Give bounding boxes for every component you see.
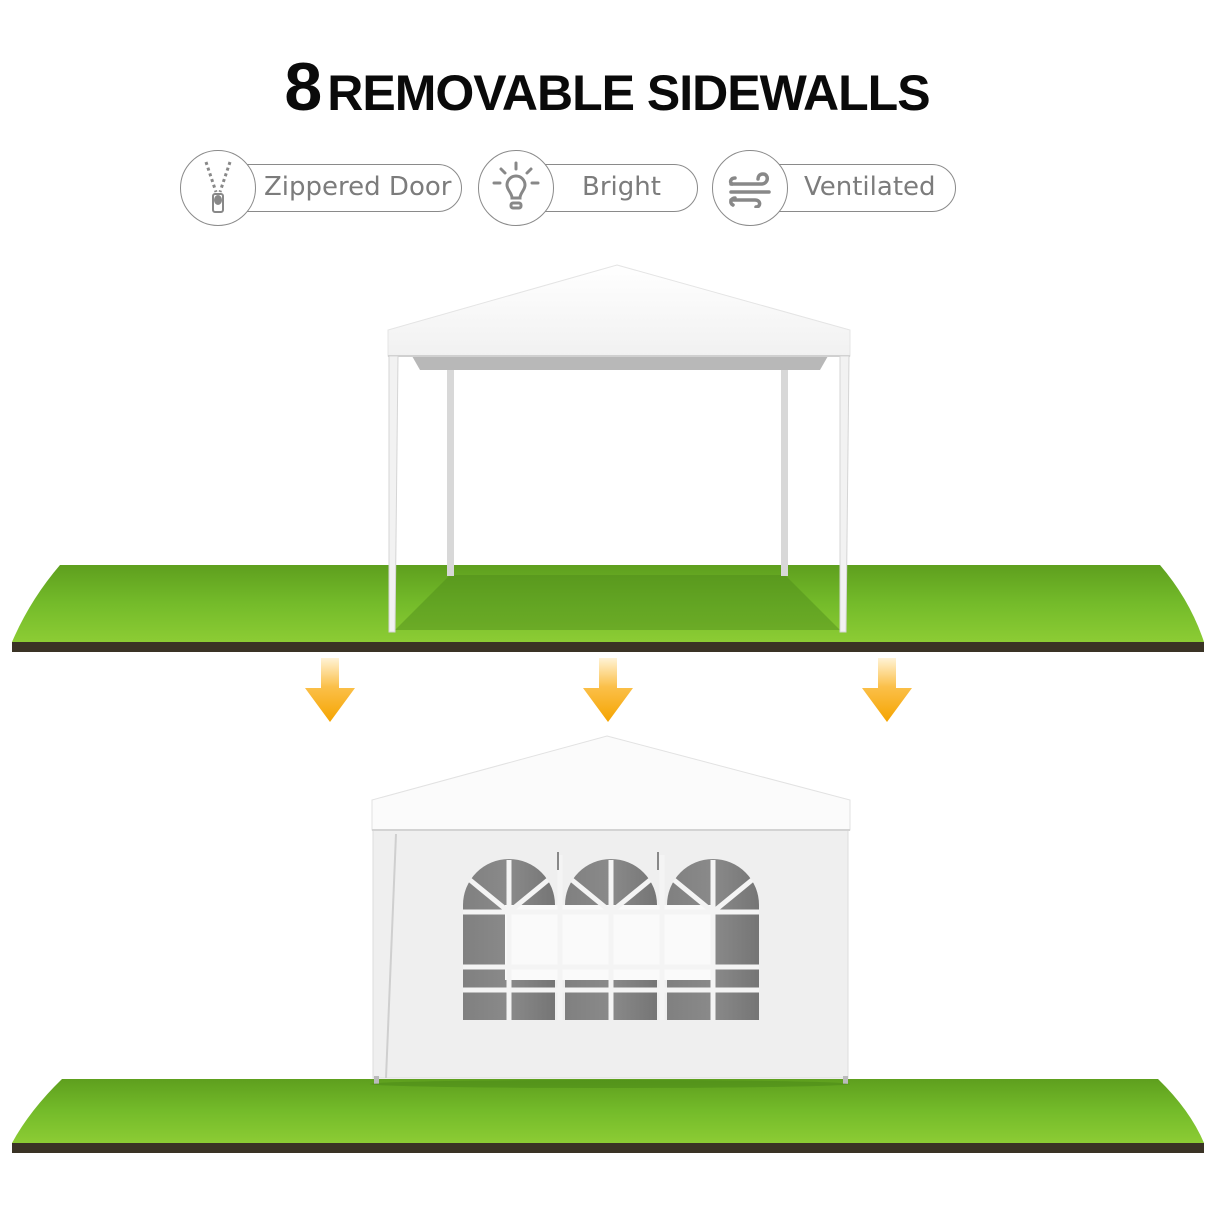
lightbulb-icon [478, 150, 554, 226]
tent-open-scene [0, 230, 1214, 660]
feature-label: Zippered Door [264, 172, 452, 202]
tent-sidewall-scene [0, 730, 1214, 1160]
down-arrow-icon [862, 658, 912, 722]
zipper-icon [180, 150, 256, 226]
headline-text: REMOVABLE SIDEWALLS [327, 65, 930, 121]
feature-label: Ventilated [804, 172, 936, 202]
feature-label: Bright [582, 172, 661, 202]
feature-badge-bright: Bright [478, 150, 698, 226]
down-arrow-icon [305, 658, 355, 722]
headline-number: 8 [284, 49, 322, 125]
down-arrow-icon [583, 658, 633, 722]
wind-icon [712, 150, 788, 226]
feature-badge-ventilated: Ventilated [712, 150, 956, 226]
feature-badge-zippered-door: Zippered Door [180, 150, 462, 226]
